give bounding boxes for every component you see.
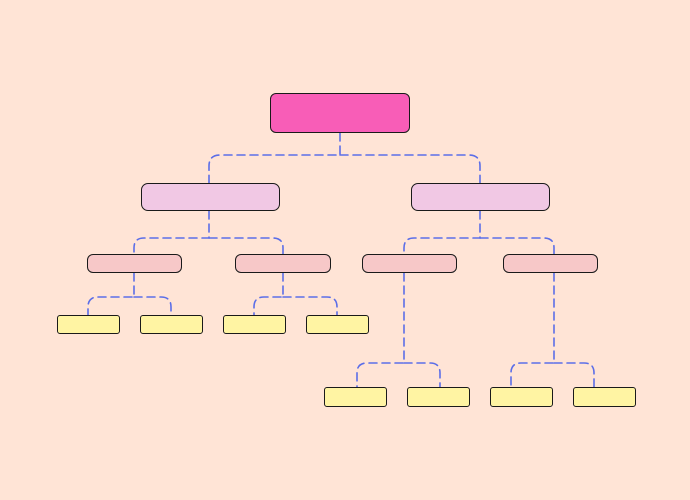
node-sub-4[interactable] xyxy=(503,254,598,273)
node-branch-right[interactable] xyxy=(411,183,550,211)
node-sub-3[interactable] xyxy=(362,254,457,273)
connector-branch-left-to-sub-2 xyxy=(208,237,284,255)
connector-sub-3-to-leaf-5 xyxy=(356,272,405,388)
connector-sub-1-to-leaf-1 xyxy=(87,272,135,316)
node-leaf-4[interactable] xyxy=(306,315,369,334)
connector-root-to-branch-left xyxy=(208,132,341,184)
connector-sub-2-to-leaf-3 xyxy=(253,272,284,316)
node-leaf-2[interactable] xyxy=(140,315,203,334)
node-leaf-8[interactable] xyxy=(573,387,636,407)
connector-sub-1-to-leaf-2 xyxy=(133,296,172,316)
connector-sub-3-to-leaf-6 xyxy=(403,362,441,388)
node-root[interactable] xyxy=(270,93,410,133)
node-sub-2[interactable] xyxy=(235,254,331,273)
connector-branch-right-to-sub-4 xyxy=(479,237,555,255)
node-leaf-5[interactable] xyxy=(324,387,387,407)
connector-sub-4-to-leaf-7 xyxy=(510,272,555,388)
node-sub-1[interactable] xyxy=(87,254,182,273)
connector-root-to-branch-right xyxy=(339,154,481,184)
node-leaf-7[interactable] xyxy=(490,387,553,407)
node-leaf-6[interactable] xyxy=(407,387,470,407)
connector-sub-4-to-leaf-8 xyxy=(553,362,595,388)
node-leaf-1[interactable] xyxy=(57,315,120,334)
node-leaf-3[interactable] xyxy=(223,315,286,334)
connector-branch-left-to-sub-1 xyxy=(133,210,210,255)
node-branch-left[interactable] xyxy=(141,183,280,211)
connector-branch-right-to-sub-3 xyxy=(403,210,481,255)
connector-sub-2-to-leaf-4 xyxy=(282,296,338,316)
